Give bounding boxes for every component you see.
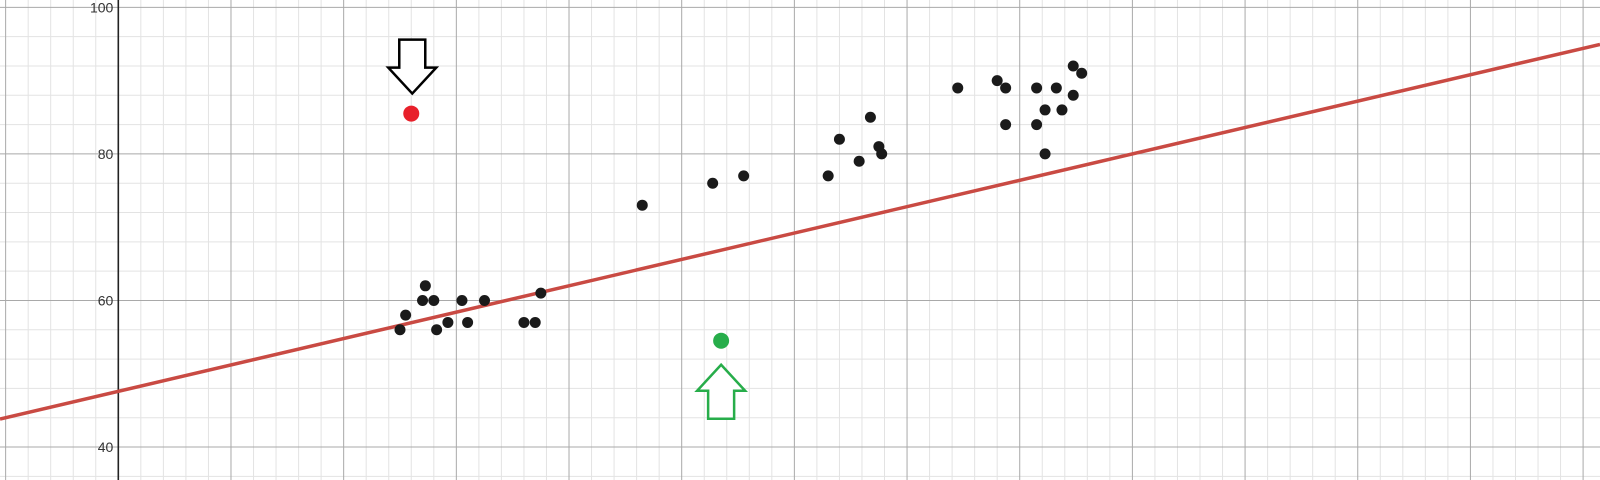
data-point [1039,148,1051,160]
data-point [707,177,719,189]
data-point [738,170,750,182]
y-tick-label: 60 [98,292,114,308]
data-point [1056,104,1068,116]
data-point [400,309,412,321]
data-point [535,287,547,299]
y-tick-label: 40 [98,439,114,455]
data-point [428,294,440,306]
fit-line-group [0,42,1600,421]
data-point [442,316,454,328]
y-tick-label: 80 [98,146,114,162]
data-point [394,324,406,336]
data-point [1076,67,1088,79]
data-point [1031,82,1043,94]
data-point [1067,60,1079,72]
data-point [462,316,474,328]
green-point [713,332,730,349]
data-point [636,199,648,211]
data-point [1067,89,1079,101]
data-point [456,294,468,306]
data-point [417,294,429,306]
up-arrow-icon [694,362,748,421]
data-point [991,75,1003,87]
regression-line [0,42,1600,421]
y-tick-label: 100 [90,0,114,15]
data-point [1050,82,1062,94]
data-point [479,294,491,306]
data-points [394,60,1088,336]
data-point [833,133,845,145]
annotation-arrows [385,38,748,421]
red-point [403,105,420,122]
y-tick-labels: 40 60 80 100 [90,0,114,455]
data-point [1000,82,1012,94]
data-point [952,82,964,94]
data-point [1000,119,1012,131]
data-point [876,148,888,160]
data-point [431,324,443,336]
data-point [1031,119,1043,131]
data-point [822,170,834,182]
highlighted-points [403,105,730,349]
data-point [518,316,530,328]
data-point [853,155,865,167]
data-point [864,111,876,123]
data-point [529,316,541,328]
data-point [1039,104,1051,116]
down-arrow-icon [385,38,440,96]
data-point [419,280,431,292]
